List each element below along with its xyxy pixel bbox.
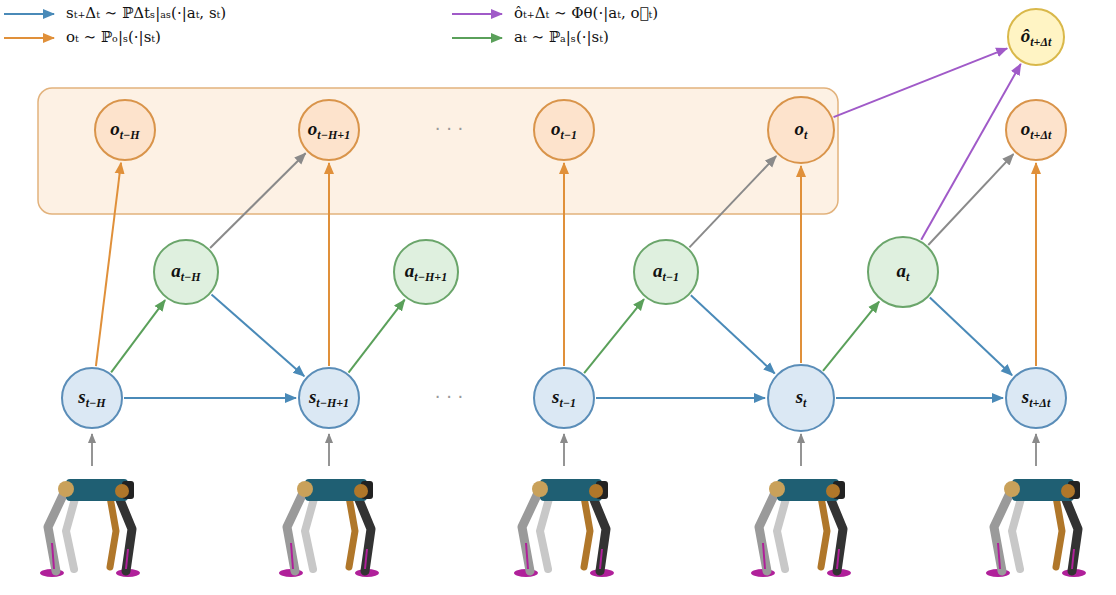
state-node: st−H+1 xyxy=(298,367,360,429)
variable-label: ot xyxy=(795,118,808,143)
observation-node: ot−1 xyxy=(533,99,595,161)
action-node: at−H xyxy=(153,239,219,305)
predicted-observation-node: ôt+Δt xyxy=(1007,8,1065,66)
action-node: at xyxy=(867,236,939,308)
variable-label: st−H xyxy=(78,386,105,411)
state-node: st−1 xyxy=(533,367,595,429)
orange-arrow xyxy=(96,163,121,366)
orange-arrow xyxy=(800,166,802,363)
variable-label: at−1 xyxy=(653,260,679,285)
purple-arrow xyxy=(834,48,1008,117)
state-readout-arrows xyxy=(92,434,1036,466)
variable-label: at xyxy=(897,260,910,285)
variable-label: st xyxy=(796,386,807,411)
observation-node: ot xyxy=(767,96,835,164)
action-node: at−1 xyxy=(633,239,699,305)
state-node: st xyxy=(767,364,835,432)
green-arrow xyxy=(349,300,405,373)
variable-label: at−H+1 xyxy=(405,260,447,285)
legend-text: sₜ₊Δₜ ∼ ℙΔtₛ|ₐₛ(·|aₜ, sₜ) xyxy=(66,4,226,22)
action-node: at−H+1 xyxy=(393,239,459,305)
legend-sample xyxy=(4,37,54,39)
variable-label: ot+Δt xyxy=(1021,118,1052,143)
grey-arrow xyxy=(689,156,776,247)
variable-label: ot−1 xyxy=(551,118,577,143)
state-node: st+Δt xyxy=(1005,367,1067,429)
variable-label: st−1 xyxy=(552,386,576,411)
variable-label: at−H xyxy=(171,260,200,285)
blue-arrow xyxy=(596,397,765,399)
legend-text: oₜ ∼ ℙₒ|ₛ(·|sₜ) xyxy=(66,28,161,46)
robot-figures xyxy=(40,479,1086,577)
observation-node: ot+Δt xyxy=(1005,99,1067,161)
blue-arrow xyxy=(124,397,296,399)
green-arrow xyxy=(111,300,165,372)
orange-arrow xyxy=(1035,163,1037,366)
observation-band xyxy=(38,88,838,214)
observation-node: ot−H+1 xyxy=(298,99,360,161)
legend-sample xyxy=(4,13,54,15)
green-arrow xyxy=(823,302,879,371)
orange-arrow xyxy=(328,163,330,366)
variable-label: ot−H xyxy=(110,118,139,143)
blue-arrow xyxy=(212,294,305,376)
legend-text: ôₜ₊Δₜ ∼ Φθ(·|aₜ, o⃗ₜ) xyxy=(514,4,658,22)
blue-arrow xyxy=(836,397,1003,399)
grey-arrow xyxy=(928,154,1013,245)
orange-arrow xyxy=(563,163,565,366)
variable-label: ôt+Δt xyxy=(1021,25,1052,50)
ellipsis-label: · · · xyxy=(435,118,464,139)
legend-sample xyxy=(452,13,502,15)
state-node: st−H xyxy=(61,367,123,429)
variable-label: st+Δt xyxy=(1022,386,1050,411)
legend-sample xyxy=(452,37,502,39)
green-arrow xyxy=(584,299,644,373)
variable-label: st−H+1 xyxy=(309,386,349,411)
blue-arrow xyxy=(691,295,775,373)
variable-label: ot−H+1 xyxy=(308,118,350,143)
legend-text: aₜ ∼ ℙₐ|ₛ(·|sₜ) xyxy=(514,28,609,46)
observation-node: ot−H xyxy=(94,99,156,161)
blue-arrow xyxy=(930,297,1012,375)
grey-arrow xyxy=(210,153,305,248)
ellipsis-label: · · · xyxy=(435,386,464,407)
purple-arrow xyxy=(921,64,1021,240)
